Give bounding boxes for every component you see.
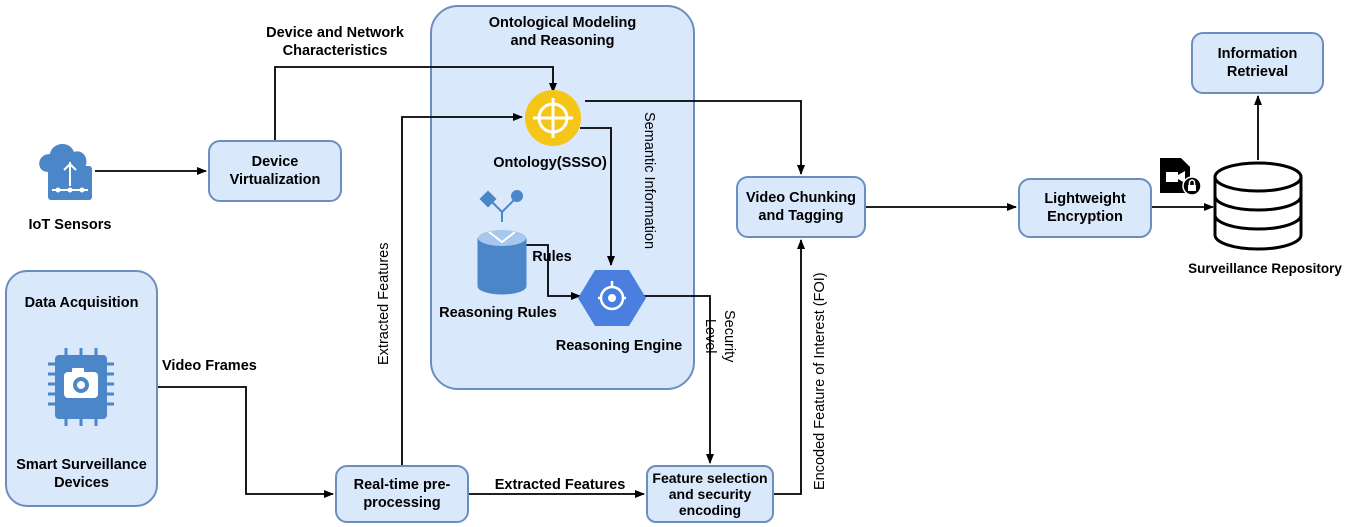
rules-label: Rules xyxy=(532,249,572,265)
video-frames-label: Video Frames xyxy=(162,358,257,374)
iot-sensors-label: IoT Sensors xyxy=(28,217,112,233)
edge-devices-to-preprocessing xyxy=(158,386,334,498)
edge-ontology-to-chunking xyxy=(585,100,805,175)
device-virtualization-box[interactable]: Device Virtualization xyxy=(208,140,342,202)
ontology-ssso-label: Ontology(SSSO) xyxy=(493,155,607,171)
ontology-group xyxy=(430,5,695,390)
rules-database-icon xyxy=(477,190,527,295)
ontology-group-title: Ontological Modeling and Reasoning xyxy=(488,15,637,50)
edge-rules-to-engine xyxy=(525,244,581,300)
camera-chip-icon xyxy=(48,348,114,426)
realtime-preprocessing-box[interactable]: Real-time pre- processing xyxy=(335,465,469,523)
edge-ontology-to-engine xyxy=(580,127,615,266)
reasoning-engine-icon xyxy=(578,270,646,326)
feature-selection-box[interactable]: Feature selection and security encoding xyxy=(646,465,774,523)
information-retrieval-box[interactable]: Information Retrieval xyxy=(1191,32,1324,94)
edge-feature-to-chunking xyxy=(774,239,805,495)
edge-virtualization-to-ontology xyxy=(274,66,557,140)
video-chunking-box[interactable]: Video Chunking and Tagging xyxy=(736,176,866,238)
smart-devices-label: Smart Surveillance Devices xyxy=(16,457,147,492)
extracted-features-horizontal-label: Extracted Features xyxy=(494,477,626,493)
surveillance-repository-label: Surveillance Repository xyxy=(1188,261,1342,276)
reasoning-engine-label: Reasoning Engine xyxy=(555,338,683,354)
surveillance-repository-icon xyxy=(1213,161,1303,251)
reasoning-rules-label: Reasoning Rules xyxy=(439,305,557,321)
lightweight-encryption-box[interactable]: Lightweight Encryption xyxy=(1018,178,1152,238)
device-network-label: Device and Network Characteristics xyxy=(266,25,404,60)
acquisition-group-title: Data Acquisition xyxy=(24,295,139,311)
iot-sensors-icon xyxy=(39,143,92,200)
edge-engine-to-feature xyxy=(643,295,714,464)
ontology-target-icon xyxy=(525,90,581,146)
encrypted-video-file-icon xyxy=(1160,158,1202,196)
edge-preprocessing-to-ontology xyxy=(401,113,523,465)
